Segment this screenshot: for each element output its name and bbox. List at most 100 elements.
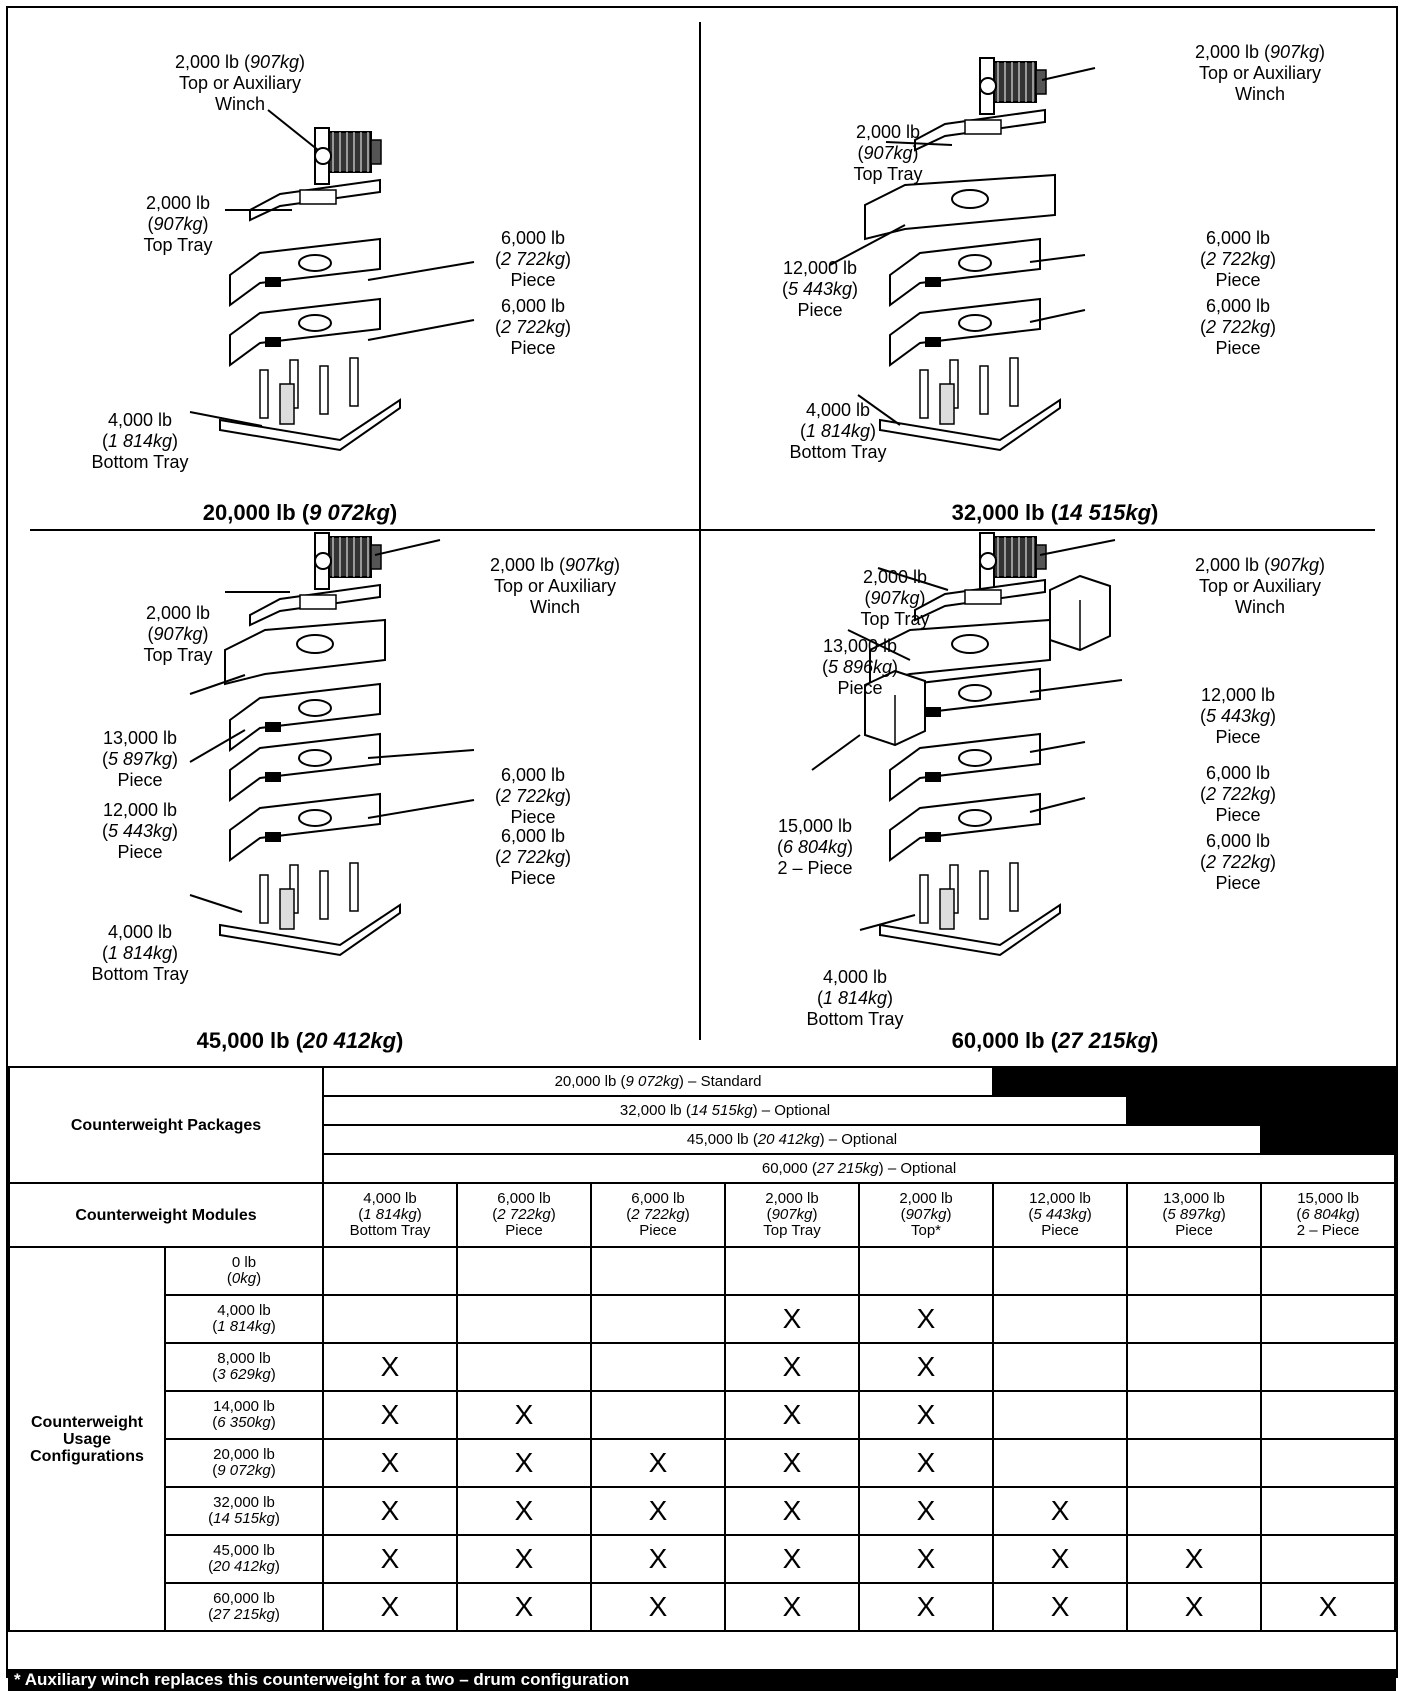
winch-hub: [979, 552, 997, 570]
module-header: 12,000 lb(5 443kg)Piece: [992, 1182, 1129, 1248]
piece-detail: [265, 337, 281, 347]
config-mark-cell: [724, 1246, 860, 1296]
metric-value: (907kg): [900, 1206, 952, 1223]
config-mark-x: X: [322, 1582, 458, 1632]
modules-label: Counterweight Modules: [8, 1182, 324, 1248]
text-line: 20,000 lb: [213, 1446, 275, 1463]
p3-piece-callout-1: 6,000 lb (2 722kg) Piece: [494, 765, 572, 827]
tray-cylinder: [279, 888, 295, 930]
p2-piece-12k-callout: 12,000 lb (5 443kg) Piece: [781, 258, 859, 320]
text-line: Top*: [911, 1222, 942, 1239]
config-mark-cell: [992, 1294, 1129, 1344]
config-mark-cell: [456, 1246, 592, 1296]
p1-piece-callout-2: 6,000 lb (2 722kg) Piece: [494, 296, 572, 358]
text-line: 6,000 lb: [631, 1190, 685, 1207]
package-kind: Optional: [841, 1130, 898, 1148]
p2-piece-callout-2: 6,000 lb (2 722kg) Piece: [1199, 296, 1277, 358]
package-metric: 9 072kg: [625, 1072, 679, 1090]
p2-leader-winch: [1041, 67, 1096, 81]
config-mark-cell: [590, 1294, 726, 1344]
p3-winch-callout: 2,000 lb (907kg) Top or Auxiliary Winch: [489, 555, 621, 617]
config-mark-x: X: [857, 1534, 995, 1584]
tray-plate: [964, 119, 1002, 135]
text-line: Bottom Tray: [349, 1222, 431, 1239]
tray-plate: [299, 189, 337, 205]
p4-leader-bottom: [859, 914, 916, 931]
p4-piece-callout-2: 6,000 lb (2 722kg) Piece: [1199, 831, 1277, 893]
p4-winch-drum: [993, 536, 1037, 578]
text-line: 6,000 lb: [497, 1190, 551, 1207]
piece-hole: [958, 809, 992, 827]
config-mark-cell: [992, 1342, 1129, 1392]
winch-hub: [314, 552, 332, 570]
tray-post: [1009, 862, 1019, 912]
p4-piece-callout-1: 6,000 lb (2 722kg) Piece: [1199, 763, 1277, 825]
p2-leader-piece1: [1029, 254, 1086, 263]
piece-hole: [951, 189, 989, 209]
piece-hole: [951, 634, 989, 654]
config-mark-cell: [1126, 1246, 1263, 1296]
module-header: 6,000 lb(2 722kg)Piece: [456, 1182, 592, 1248]
text-line: 0 lb: [231, 1254, 257, 1271]
package-kind: Optional: [900, 1159, 957, 1177]
p1-leader-winch: [267, 109, 319, 151]
config-mark-cell: [322, 1246, 458, 1296]
piece-detail: [265, 277, 281, 287]
config-mark-x: X: [857, 1486, 995, 1536]
metric-value: (20 412kg): [208, 1558, 280, 1575]
config-mark-x: X: [322, 1342, 458, 1392]
tray-post: [979, 365, 989, 415]
text-line: Top Tray: [763, 1222, 821, 1239]
tray-post: [1009, 357, 1019, 407]
piece-detail: [925, 337, 941, 347]
config-mark-cell: [590, 1246, 726, 1296]
config-mark-x: X: [456, 1582, 592, 1632]
config-mark-x: X: [1260, 1582, 1397, 1632]
p2-leader-bottom: [857, 394, 901, 426]
p4-piece-12k-callout: 12,000 lb (5 443kg) Piece: [1199, 685, 1277, 747]
config-mark-cell: [590, 1390, 726, 1440]
config-mark-x: X: [590, 1534, 726, 1584]
p3-leader-13k: [189, 674, 246, 695]
package-bar: 60,000 (27 215kg) – Optional: [321, 1153, 1397, 1184]
tray-plate: [964, 589, 1002, 605]
p3-leader-bottom: [189, 894, 243, 913]
config-mark-cell: [1260, 1486, 1397, 1536]
p4-leader-winch: [1039, 539, 1116, 556]
p3-winch-drum: [328, 536, 372, 578]
text-line: 13,000 lb: [1163, 1190, 1225, 1207]
config-mark-x: X: [456, 1486, 592, 1536]
tray-cylinder: [939, 888, 955, 930]
p3-leader-12k: [189, 729, 246, 763]
piece-hole: [958, 749, 992, 767]
config-mark-cell: [1260, 1438, 1397, 1488]
config-mark-x: X: [590, 1582, 726, 1632]
p1-bottom-tray-callout: 4,000 lb (1 814kg) Bottom Tray: [91, 410, 189, 472]
metric-value: (907kg): [766, 1206, 818, 1223]
config-mark-x: X: [456, 1438, 592, 1488]
p1-bottom-tray: [219, 398, 401, 452]
p2-top-tray-callout: 2,000 lb (907kg) Top Tray: [853, 122, 923, 184]
winch-motor: [1035, 69, 1047, 95]
config-mark-cell: [1260, 1294, 1397, 1344]
tray-post: [919, 874, 929, 924]
config-mark-cell: [1126, 1438, 1263, 1488]
winch-motor: [370, 139, 382, 165]
leader-lines: [189, 67, 1123, 931]
p4-leader-tray: [877, 567, 949, 591]
package-kind: Optional: [774, 1101, 831, 1119]
p4-piece-2: [889, 792, 1041, 862]
metric-value: (5 897kg): [1162, 1206, 1226, 1223]
config-mark-cell: [1126, 1294, 1263, 1344]
p1-winch-callout: 2,000 lb (907kg) Top or Auxiliary Winch: [174, 52, 306, 114]
module-header: 4,000 lb(1 814kg)Bottom Tray: [322, 1182, 458, 1248]
p4-piece-13k-callout: 13,000 lb (5 896kg) Piece: [821, 636, 899, 698]
piece-detail: [265, 832, 281, 842]
metric-value: (2 722kg): [626, 1206, 690, 1223]
config-mark-x: X: [322, 1534, 458, 1584]
text-line: 2,000 lb: [899, 1190, 953, 1207]
p1-winch-drum: [328, 131, 372, 173]
package-fill: [1260, 1124, 1397, 1155]
